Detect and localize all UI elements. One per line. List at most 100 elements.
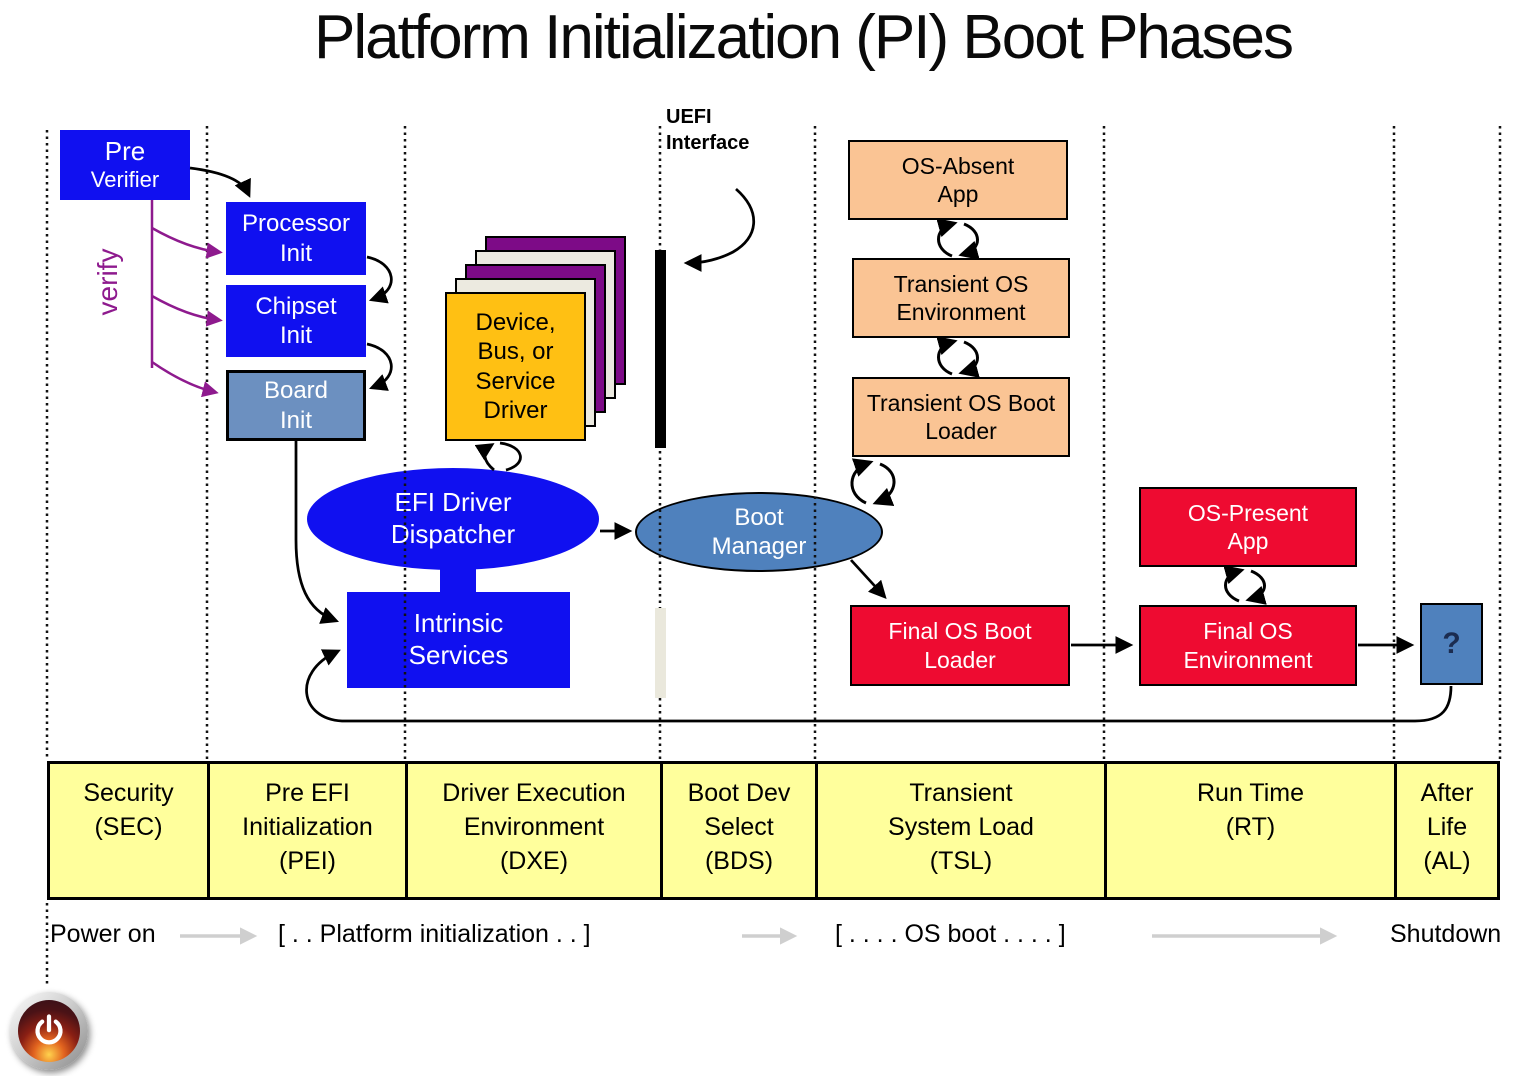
phase-label: (AL) bbox=[1423, 847, 1471, 875]
timeline-shutdown: Shutdown bbox=[1390, 920, 1502, 948]
node-label: Loader bbox=[924, 646, 996, 673]
phase-cell-dxe: Driver Execution Environment (DXE) bbox=[405, 764, 660, 897]
phase-label: Transient bbox=[909, 779, 1013, 807]
phase-label: Life bbox=[1426, 813, 1468, 841]
node-label: Pre bbox=[104, 135, 146, 166]
node-label: ? bbox=[1442, 626, 1461, 660]
node-label: Processor bbox=[241, 210, 351, 238]
node-label: OS-Present bbox=[1187, 499, 1309, 526]
arrow-processor-to-chipset bbox=[366, 255, 393, 304]
node-label: Chipset bbox=[255, 292, 337, 320]
node-device-bus-service-driver: Device, Bus, or Service Driver bbox=[445, 292, 586, 441]
power-icon bbox=[10, 992, 88, 1070]
node-label: Driver bbox=[483, 396, 548, 424]
uefi-interface-label-line: Interface bbox=[666, 132, 750, 154]
node-label: Final OS bbox=[1203, 618, 1293, 645]
uefi-interface-label: UEFI Interface bbox=[666, 104, 749, 156]
node-label: Final OS Boot bbox=[888, 618, 1032, 645]
timeline-power-on: Power on bbox=[50, 920, 156, 948]
node-label: OS-Absent bbox=[901, 152, 1015, 179]
uefi-interface-label-line: UEFI bbox=[666, 106, 712, 128]
node-label: App bbox=[937, 181, 979, 207]
node-processor-init: Processor Init bbox=[226, 202, 366, 275]
node-label: Service bbox=[475, 367, 556, 395]
node-board-init: Board Init bbox=[226, 370, 366, 441]
node-intrinsic-services: Intrinsic Services bbox=[347, 592, 570, 688]
node-label: Transient OS bbox=[893, 270, 1029, 297]
phase-label: Driver Execution bbox=[442, 779, 626, 807]
node-label: Services bbox=[408, 640, 509, 670]
node-label: App bbox=[1227, 528, 1269, 554]
arrow-preverifier-to-processor bbox=[189, 166, 251, 198]
node-label: Bus, or bbox=[477, 338, 554, 366]
uefi-interface-bar bbox=[655, 250, 666, 448]
phase-label: (TSL) bbox=[929, 847, 993, 875]
node-label: Init bbox=[279, 239, 312, 267]
node-label: Loader bbox=[925, 418, 997, 444]
node-label: Verifier bbox=[90, 167, 160, 193]
cycle-ospresent-finalenv bbox=[1245, 569, 1267, 605]
phase-cell-sec: Security (SEC) bbox=[50, 764, 207, 897]
timeline-platform-initialization: [ . . Platform initialization . . ] bbox=[278, 920, 591, 948]
phase-label: (RT) bbox=[1225, 813, 1276, 841]
cycle-bootloader-bootmanager bbox=[872, 462, 896, 506]
node-label: EFI Driver bbox=[394, 487, 512, 518]
timeline-os-boot: [ . . . . OS boot . . . . ] bbox=[835, 920, 1066, 948]
cycle-absent-transientenv bbox=[958, 222, 980, 260]
node-unknown-phase: ? bbox=[1420, 603, 1483, 685]
phase-band: Security (SEC) Pre EFI Initialization (P… bbox=[47, 761, 1500, 900]
phase-cell-pei: Pre EFI Initialization (PEI) bbox=[207, 764, 405, 897]
page-title: Platform Initialization (PI) Boot Phases bbox=[314, 3, 1294, 72]
phase-cell-rt: Run Time (RT) bbox=[1104, 764, 1394, 897]
phase-cell-tsl: Transient System Load (TSL) bbox=[815, 764, 1104, 897]
phase-label: Security bbox=[83, 779, 174, 807]
node-label: Dispatcher bbox=[390, 519, 516, 549]
phase-label: Select bbox=[704, 813, 774, 841]
node-transient-os-boot-loader: Transient OS Boot Loader bbox=[852, 377, 1070, 457]
phase-label: Environment bbox=[463, 813, 605, 841]
node-final-os-environment: Final OS Environment bbox=[1139, 605, 1357, 686]
phase-label: Boot Dev bbox=[687, 779, 791, 807]
verify-arrow-chipset bbox=[151, 294, 223, 327]
arrow-chipset-to-board bbox=[366, 342, 393, 391]
cycle-ospresent-finalenv bbox=[1223, 565, 1245, 603]
verify-arrow-processor bbox=[151, 226, 223, 259]
loop-dispatcher-to-driver bbox=[474, 443, 495, 472]
node-label: Boot bbox=[734, 503, 784, 531]
node-label: Device, bbox=[475, 308, 556, 336]
cycle-transientenv-bootloader bbox=[958, 340, 980, 378]
power-icon-core bbox=[18, 1000, 80, 1062]
phase-label: System Load bbox=[888, 813, 1034, 841]
node-label: Transient OS Boot bbox=[866, 389, 1056, 416]
verify-annotation: verify bbox=[92, 248, 123, 316]
phase-label: (BDS) bbox=[704, 847, 774, 875]
node-os-present-app: OS-Present App bbox=[1139, 487, 1357, 567]
arrow-uefilabel-to-bar bbox=[683, 187, 755, 272]
node-pre-verifier: Pre Verifier bbox=[60, 130, 190, 200]
phase-label: Pre EFI bbox=[265, 779, 350, 807]
node-label: Init bbox=[279, 406, 312, 434]
phase-label: Run Time bbox=[1197, 779, 1304, 807]
power-symbol-icon bbox=[35, 1014, 63, 1045]
node-boot-manager: Boot Manager bbox=[635, 492, 883, 572]
phase-label: After bbox=[1420, 779, 1474, 807]
node-chipset-init: Chipset Init bbox=[226, 285, 366, 357]
phase-label: (PEI) bbox=[279, 847, 336, 875]
phase-label: (DXE) bbox=[499, 847, 569, 875]
phase-cell-al: After Life (AL) bbox=[1394, 764, 1497, 897]
node-label: Board bbox=[263, 377, 329, 405]
verify-arrow-board bbox=[151, 360, 219, 398]
node-label: Environment bbox=[896, 299, 1026, 325]
cycle-bootloader-bootmanager bbox=[850, 458, 874, 505]
phase-label: Initialization bbox=[242, 813, 373, 841]
node-os-absent-app: OS-Absent App bbox=[848, 140, 1068, 220]
node-label: Manager bbox=[711, 533, 807, 560]
phase-label: (SEC) bbox=[94, 813, 163, 841]
arrow-bootmanager-to-finalbootloader bbox=[849, 559, 887, 599]
node-transient-os-environment: Transient OS Environment bbox=[852, 258, 1070, 338]
cycle-absent-transientenv bbox=[936, 218, 958, 258]
uefi-interface-bar-ghost bbox=[655, 608, 666, 698]
node-efi-driver-dispatcher: EFI Driver Dispatcher bbox=[307, 468, 599, 570]
cycle-transientenv-bootloader bbox=[936, 336, 958, 376]
